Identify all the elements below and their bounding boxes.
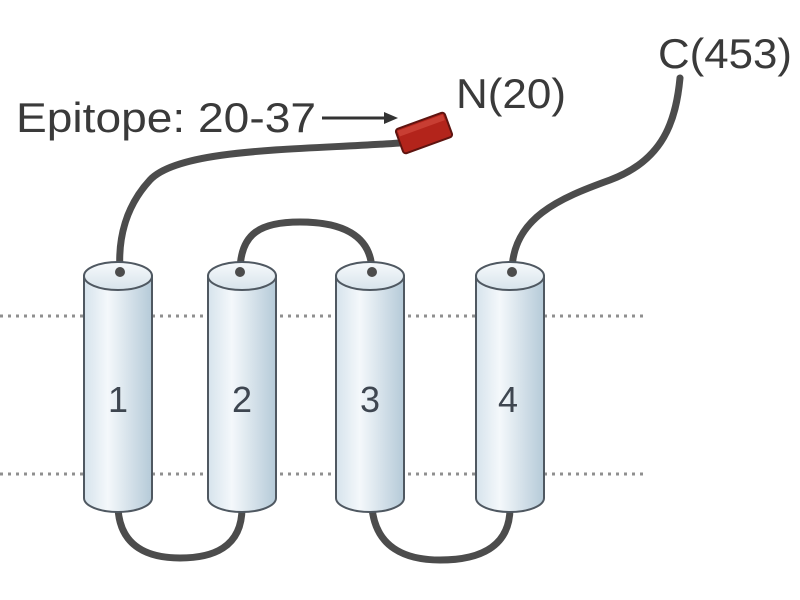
helix-4: 4 — [475, 261, 545, 513]
extracellular-loop-2-3 — [236, 218, 376, 276]
intracellular-loop-3-4 — [368, 504, 514, 564]
helix-4-number: 4 — [498, 379, 518, 420]
epitope-marker — [394, 111, 454, 155]
n-terminus-label: N(20) — [456, 70, 566, 117]
helix-1-number: 1 — [108, 379, 128, 420]
c-terminal-loop — [508, 74, 684, 276]
helix-2: 2 — [207, 261, 277, 513]
helix-2-number: 2 — [232, 379, 252, 420]
n-terminal-loop — [116, 139, 404, 274]
helix-1: 1 — [83, 261, 153, 513]
helix-3-number: 3 — [360, 379, 380, 420]
helix-3: 3 — [335, 261, 405, 513]
c-terminus-label: C(453) — [658, 30, 792, 77]
epitope-label: Epitope: 20-37 — [16, 94, 316, 141]
intracellular-loop-1-2 — [114, 504, 246, 562]
epitope-arrow — [322, 112, 398, 124]
